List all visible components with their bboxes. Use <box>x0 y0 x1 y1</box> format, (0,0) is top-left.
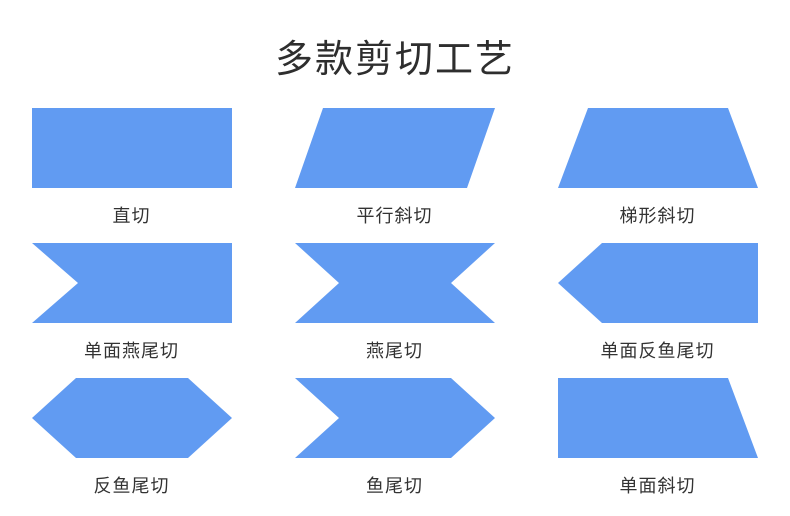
shape-cell[interactable]: 燕尾切 <box>263 243 526 378</box>
cut-shape-dovetail-icon <box>294 243 495 323</box>
shape-thumbnail <box>557 378 758 458</box>
cut-shape-parallel-bevel-icon <box>294 108 495 188</box>
shape-polygon <box>31 378 232 458</box>
shape-polygon <box>294 243 495 323</box>
shape-row: 反鱼尾切 鱼尾切 单面斜切 <box>0 378 790 513</box>
shape-gallery-grid: 直切 平行斜切 梯形斜切 <box>0 108 790 513</box>
shape-row: 单面燕尾切 燕尾切 单面反鱼尾切 <box>0 243 790 378</box>
cut-shape-reverse-fishtail-icon <box>31 378 232 458</box>
shape-polygon <box>31 108 232 188</box>
shape-label: 鱼尾切 <box>366 476 423 496</box>
shape-row: 直切 平行斜切 梯形斜切 <box>0 108 790 243</box>
shape-cell[interactable]: 反鱼尾切 <box>0 378 263 513</box>
shape-polygon <box>557 243 758 323</box>
shape-polygon <box>294 378 495 458</box>
cut-shape-single-bevel-icon <box>557 378 758 458</box>
shape-label: 单面燕尾切 <box>84 341 179 361</box>
shape-cell[interactable]: 单面斜切 <box>526 378 789 513</box>
shape-label: 梯形斜切 <box>619 206 696 226</box>
shape-thumbnail <box>294 108 495 188</box>
shape-thumbnail <box>557 108 758 188</box>
page-title: 多款剪切工艺 <box>274 39 515 81</box>
shape-label: 燕尾切 <box>366 341 423 361</box>
shape-thumbnail <box>294 243 495 323</box>
shape-label: 直切 <box>112 206 151 226</box>
cut-shape-trapezoid-bevel-icon <box>557 108 758 188</box>
shape-thumbnail <box>31 243 232 323</box>
shape-cell[interactable]: 单面燕尾切 <box>0 243 263 378</box>
shape-cell[interactable]: 单面反鱼尾切 <box>526 243 789 378</box>
cut-shape-straight-icon <box>31 108 232 188</box>
shape-thumbnail <box>294 378 495 458</box>
cut-shape-single-dovetail-icon <box>31 243 232 323</box>
shape-label: 平行斜切 <box>356 206 433 226</box>
shape-cell[interactable]: 平行斜切 <box>263 108 526 243</box>
shape-polygon <box>557 108 758 188</box>
shape-polygon <box>294 108 495 188</box>
shape-label: 反鱼尾切 <box>93 476 170 496</box>
shape-cell[interactable]: 鱼尾切 <box>263 378 526 513</box>
shape-label: 单面反鱼尾切 <box>600 341 715 361</box>
shape-thumbnail <box>557 243 758 323</box>
shape-cell[interactable]: 梯形斜切 <box>526 108 789 243</box>
cut-shape-single-reverse-fishtail-icon <box>557 243 758 323</box>
shape-polygon <box>557 378 758 458</box>
cut-shape-fishtail-icon <box>294 378 495 458</box>
shape-thumbnail <box>31 108 232 188</box>
shape-polygon <box>31 243 232 323</box>
shape-label: 单面斜切 <box>619 476 696 496</box>
shape-thumbnail <box>31 378 232 458</box>
shape-cell[interactable]: 直切 <box>0 108 263 243</box>
